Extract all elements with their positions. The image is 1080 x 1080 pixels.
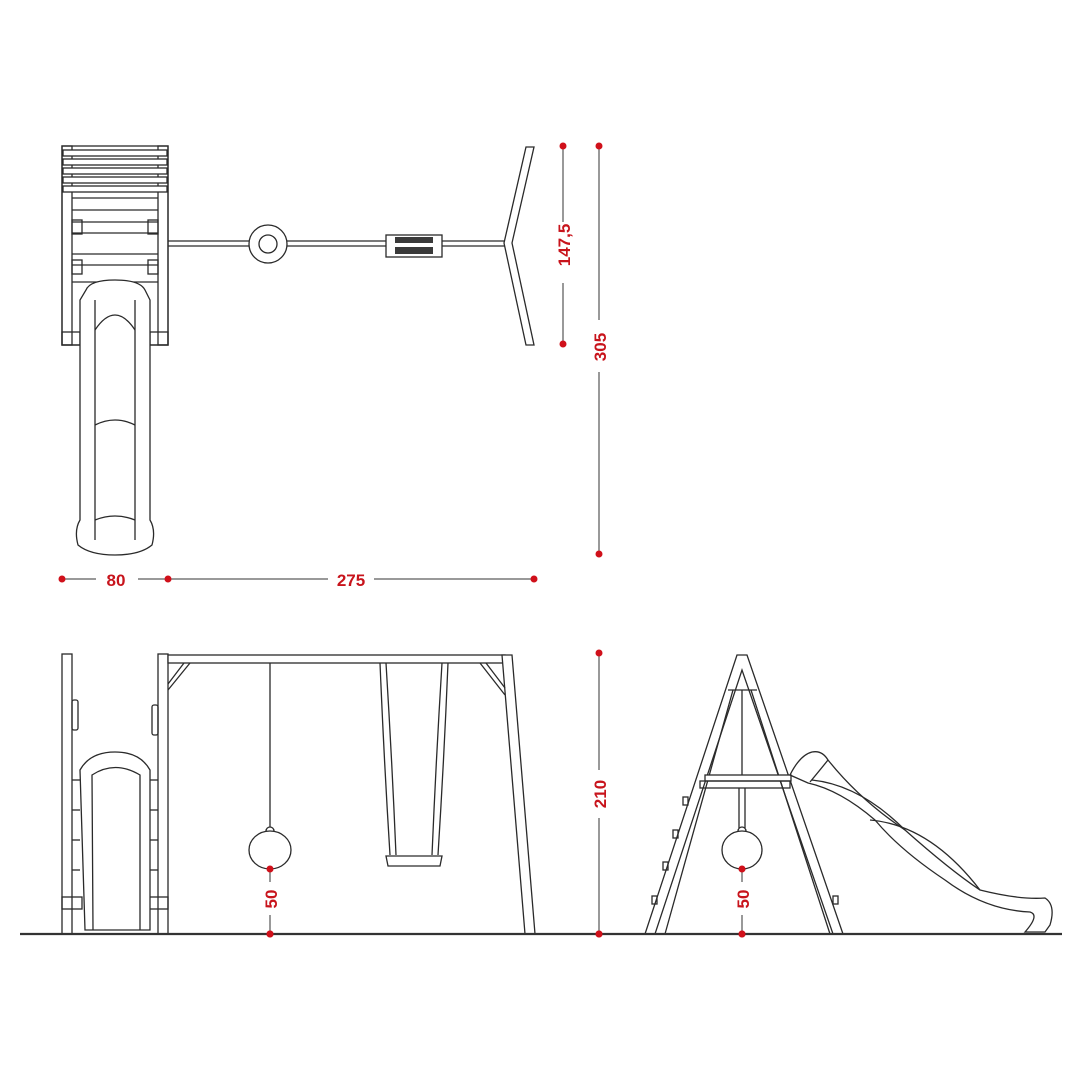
dimension-147-5: 147,5 bbox=[555, 142, 574, 348]
roof-slats bbox=[62, 149, 168, 193]
dimension-label: 305 bbox=[591, 333, 610, 361]
slide-top bbox=[75, 279, 155, 556]
swing-beam-top bbox=[168, 240, 507, 247]
dimension-label: 50 bbox=[734, 890, 753, 909]
seat-swing-front bbox=[379, 662, 449, 867]
dimension-50-front: 50 bbox=[262, 865, 281, 938]
ball-swing-front bbox=[248, 663, 292, 870]
dimension-210: 210 bbox=[591, 649, 610, 938]
seat-swing-top bbox=[385, 234, 443, 258]
top-view bbox=[61, 145, 535, 556]
dimension-80: 80 bbox=[58, 571, 168, 590]
ball-swing-top bbox=[248, 224, 288, 264]
dimension-label: 147,5 bbox=[555, 224, 574, 267]
side-view bbox=[644, 654, 1053, 935]
tower-top bbox=[61, 145, 169, 346]
dimension-50-side: 50 bbox=[734, 865, 753, 938]
slide-front bbox=[79, 751, 151, 931]
ladder-rungs bbox=[72, 779, 158, 871]
dimension-label: 80 bbox=[107, 571, 126, 590]
dimension-275: 275 bbox=[164, 571, 538, 590]
slide-side bbox=[789, 751, 1053, 933]
dimension-label: 210 bbox=[591, 780, 610, 808]
dimension-label: 275 bbox=[337, 571, 365, 590]
ball-swing-side bbox=[721, 690, 763, 870]
front-view bbox=[61, 653, 536, 935]
dimension-label: 50 bbox=[262, 890, 281, 909]
a-frame-top bbox=[503, 146, 535, 346]
dimension-305: 305 bbox=[591, 142, 610, 558]
swing-frame-front bbox=[167, 654, 536, 935]
